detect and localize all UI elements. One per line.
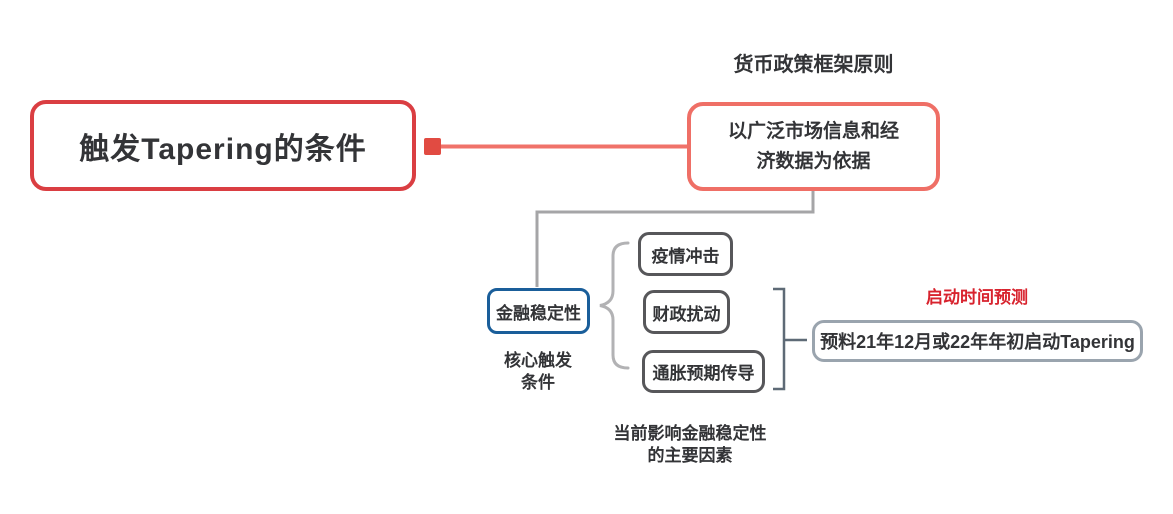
root-topic-node[interactable]: 触发Tapering的条件: [30, 100, 416, 191]
framework-node-label: 以广泛市场信息和经 济数据为依据: [727, 121, 899, 172]
factors-curly-brace: [599, 241, 630, 370]
framework-caption[interactable]: 货币政策框架原则: [733, 54, 894, 76]
factor-node-label: 财政扰动: [652, 304, 721, 324]
framework-node[interactable]: 以广泛市场信息和经 济数据为依据: [687, 102, 940, 191]
stability-node[interactable]: 金融稳定性: [487, 288, 590, 334]
prediction-node[interactable]: 预料21年12月或22年年初启动Tapering: [812, 320, 1143, 362]
factor-node-label: 通胀预期传导: [652, 364, 755, 383]
factor-node-pandemic-shock[interactable]: 疫情冲击: [638, 232, 733, 276]
prediction-node-label: 预料21年12月或22年年初启动Tapering: [820, 332, 1135, 352]
factor-node-inflation-expectation[interactable]: 通胀预期传导: [642, 350, 765, 393]
factor-node-fiscal-disturbance[interactable]: 财政扰动: [643, 290, 730, 334]
factors-caption[interactable]: 当前影响金融稳定性 的主要因素: [613, 424, 767, 466]
root-topic-label: 触发Tapering的条件: [79, 132, 367, 166]
root-anchor-square: [424, 138, 441, 155]
prediction-bracket: [773, 287, 807, 391]
stability-node-label: 金融稳定性: [496, 303, 581, 323]
prediction-caption[interactable]: 启动时间预测: [926, 288, 1028, 307]
stability-caption[interactable]: 核心触发 条件: [504, 351, 572, 393]
factor-node-label: 疫情冲击: [651, 246, 720, 266]
framework-stability-branch-line: [535, 191, 815, 287]
